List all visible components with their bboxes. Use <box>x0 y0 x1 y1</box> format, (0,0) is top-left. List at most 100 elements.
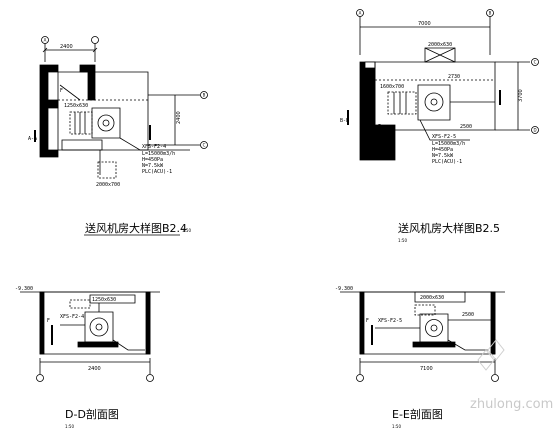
louvre-cross-2 <box>425 48 455 62</box>
ee-tag-b: XFS-F2-5 <box>378 318 402 324</box>
ahu-unit <box>418 85 450 120</box>
wall-left <box>40 292 44 354</box>
plan-b25-text: 7000 A B C D 3700 2500 2730 2000x630 160… <box>340 11 537 244</box>
plan-b25 <box>348 10 539 161</box>
grid-bubble-right <box>492 375 499 382</box>
ee-dim-inner: 2500 <box>462 312 474 318</box>
b25-duct-tag: 1600x700 <box>380 84 404 90</box>
ee-fire-mark: F <box>366 318 369 324</box>
b24-fire-mark: F <box>60 88 63 94</box>
b25-grid-right-1: C <box>534 60 537 65</box>
b24-grid-top: A <box>44 38 47 43</box>
b25-top-tag: 2000x630 <box>428 42 452 48</box>
grid-bubble-c <box>532 59 539 66</box>
b25-spec-4: PLC(ACU)-1 <box>432 159 462 165</box>
duct-top <box>415 292 465 302</box>
b24-title: 送风机房大样图B2.4 <box>85 221 187 235</box>
section-dd-text: -9.300 2400 1250x630 XFS-F2-4 F D-D剖面图 1… <box>15 286 119 429</box>
watermark-logo <box>478 340 504 370</box>
b24-left-mark: A-A <box>28 136 37 142</box>
watermark: zhulong.com <box>470 340 553 412</box>
base-plinth <box>62 140 102 150</box>
b24-spec-3: N=7.5kW <box>142 163 164 169</box>
b25-left-mark: B-B <box>340 118 349 124</box>
grid-bubble-right <box>147 375 154 382</box>
wall-opening <box>365 62 375 68</box>
dim-tick-2 <box>93 48 97 52</box>
base-pad <box>413 342 455 347</box>
b24-grid-right-1: B <box>203 93 206 98</box>
equip-leader <box>448 340 488 350</box>
dim-tick-1 <box>43 48 47 52</box>
b24-equipment-tag: XFS-F2-4 <box>142 144 166 150</box>
b25-dim-right: 3700 <box>518 89 524 102</box>
dd-tag-b: XFS-F2-4 <box>60 314 84 320</box>
dd-fire-mark: F <box>47 318 50 324</box>
fan-hub <box>431 325 437 331</box>
b25-fire-mark: F <box>378 124 381 130</box>
wall-right <box>146 292 150 354</box>
fan-wheel <box>90 318 108 336</box>
room-outline <box>58 72 148 150</box>
b25-equipment-tag: XFS-F2-5 <box>432 134 456 140</box>
grid-bubble-b <box>201 92 208 99</box>
b25-title: 送风机房大样图B2.5 <box>398 221 500 235</box>
fan-hub <box>431 99 437 105</box>
b24-bottom-tag: 2000x700 <box>96 182 120 188</box>
equip-leader <box>120 138 190 150</box>
fan-hub <box>103 120 109 126</box>
louvre-box <box>425 48 455 62</box>
b24-dim-right: 2400 <box>176 111 182 124</box>
duct-section <box>388 92 416 114</box>
fire-leader <box>60 85 80 100</box>
section-ee <box>340 292 505 382</box>
plan-b24-text: 2400 A B C 2400 F A-A XFS-F2-4 L=15000m3… <box>28 38 206 236</box>
duct-branch <box>415 305 435 315</box>
b25-dim-top: 7000 <box>418 21 431 27</box>
grid-bubble-left <box>37 375 44 382</box>
b25-spec-1: L=15000m3/h <box>432 141 465 147</box>
b24-grid-right-2: C <box>203 143 206 148</box>
duct-top <box>90 295 135 303</box>
b24-spec-4: PLC(ACU)-1 <box>142 169 172 175</box>
ee-scale: 1:50 <box>392 424 401 429</box>
equip-leader <box>113 340 145 350</box>
wall-right <box>491 292 495 354</box>
watermark-text: zhulong.com <box>470 397 553 412</box>
wall-column <box>48 100 58 108</box>
fan-wheel <box>98 115 114 131</box>
dd-dim-bottom: 2400 <box>88 366 101 372</box>
equip-leader <box>420 120 470 140</box>
dd-scale: 1:50 <box>65 424 74 429</box>
dd-level: -9.300 <box>15 286 33 292</box>
duct-section <box>70 112 92 134</box>
plan-b24 <box>35 37 208 179</box>
grid-bubble-left <box>357 375 364 382</box>
b24-scale: 1:50 <box>182 228 191 233</box>
ee-title: E-E剖面图 <box>392 407 443 421</box>
b25-grid-top-2: B <box>489 11 492 16</box>
b24-duct-tag: 1250x630 <box>64 103 88 109</box>
ee-level: -9.300 <box>335 286 353 292</box>
dd-tag-a: 1250x630 <box>92 297 116 303</box>
section-ee-text: -9.300 7100 2000x630 XFS-F2-5 2500 F E-E… <box>335 286 474 429</box>
b25-inner-tag: 2730 <box>448 74 460 80</box>
b25-grid-right-2: D <box>533 128 536 133</box>
ee-tag-a: 2000x630 <box>420 295 444 301</box>
grid-bubble-d <box>532 127 539 134</box>
fan-wheel <box>425 93 443 111</box>
b24-spec-1: L=15000m3/h <box>142 151 175 157</box>
b24-dim-top: 2400 <box>60 44 73 50</box>
b25-grid-top-1: A <box>359 11 362 16</box>
fan-hub <box>96 324 102 330</box>
ee-dim-bottom: 7100 <box>420 366 433 372</box>
fan-wheel <box>426 320 443 337</box>
b25-spec-3: N=7.5kW <box>432 153 454 159</box>
section-dd <box>20 292 160 382</box>
outlet-box <box>98 162 116 178</box>
b25-dim-inner: 2500 <box>460 124 472 130</box>
base-pad <box>78 342 118 347</box>
dd-title: D-D剖面图 <box>65 407 119 421</box>
wall-left <box>360 292 364 354</box>
